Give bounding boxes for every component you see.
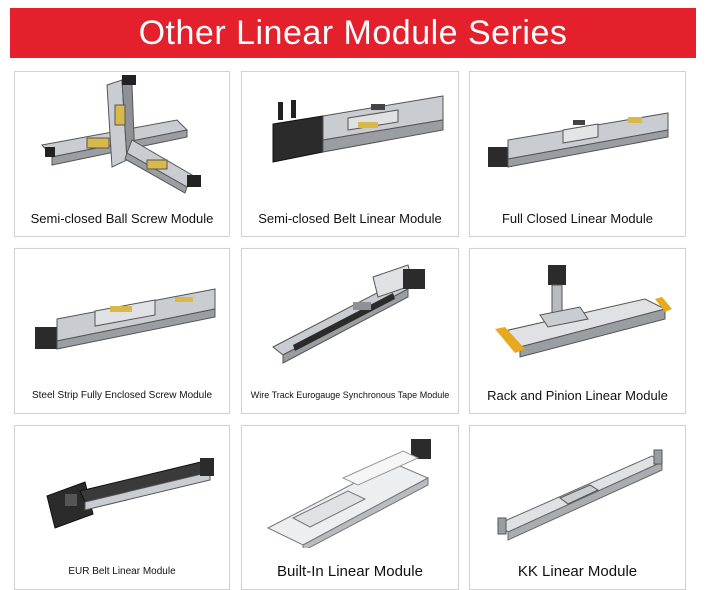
module-card[interactable]: Full Closed Linear Module (469, 71, 686, 237)
steel-strip-module-image (15, 249, 229, 379)
module-card[interactable]: Rack and Pinion Linear Module (469, 248, 686, 414)
module-caption: Wire Track Eurogauge Synchronous Tape Mo… (250, 390, 450, 400)
module-card[interactable]: Semi-closed Ball Screw Module (14, 71, 230, 237)
page-title: Other Linear Module Series (138, 13, 568, 52)
module-caption: Semi-closed Ball Screw Module (30, 210, 214, 226)
module-card[interactable]: Semi-closed Belt Linear Module (241, 71, 459, 237)
module-card[interactable]: Steel Strip Fully Enclosed Screw Module (14, 248, 230, 414)
header-banner: Other Linear Module Series (10, 8, 696, 58)
module-card[interactable]: Wire Track Eurogauge Synchronous Tape Mo… (241, 248, 459, 414)
module-card[interactable]: Built-In Linear Module (241, 425, 459, 590)
full-closed-module-image (470, 72, 685, 202)
module-caption: KK Linear Module (517, 562, 638, 580)
wire-track-module-image (242, 249, 458, 379)
module-caption: Steel Strip Fully Enclosed Screw Module (31, 389, 213, 401)
module-card[interactable]: KK Linear Module (469, 425, 686, 590)
kk-module-image (470, 426, 685, 555)
module-card[interactable]: EUR Belt Linear Module (14, 425, 230, 590)
module-caption: Full Closed Linear Module (501, 210, 654, 226)
module-caption: Built-In Linear Module (277, 562, 423, 580)
rack-pinion-module-image (470, 249, 685, 379)
module-caption: EUR Belt Linear Module (68, 565, 176, 577)
gantry-xyz-module-image (15, 72, 229, 202)
module-caption: Semi-closed Belt Linear Module (258, 210, 442, 226)
eur-belt-module-image (15, 426, 229, 555)
built-in-module-image (242, 426, 458, 555)
belt-module-image (242, 72, 458, 202)
module-caption: Rack and Pinion Linear Module (487, 387, 668, 403)
